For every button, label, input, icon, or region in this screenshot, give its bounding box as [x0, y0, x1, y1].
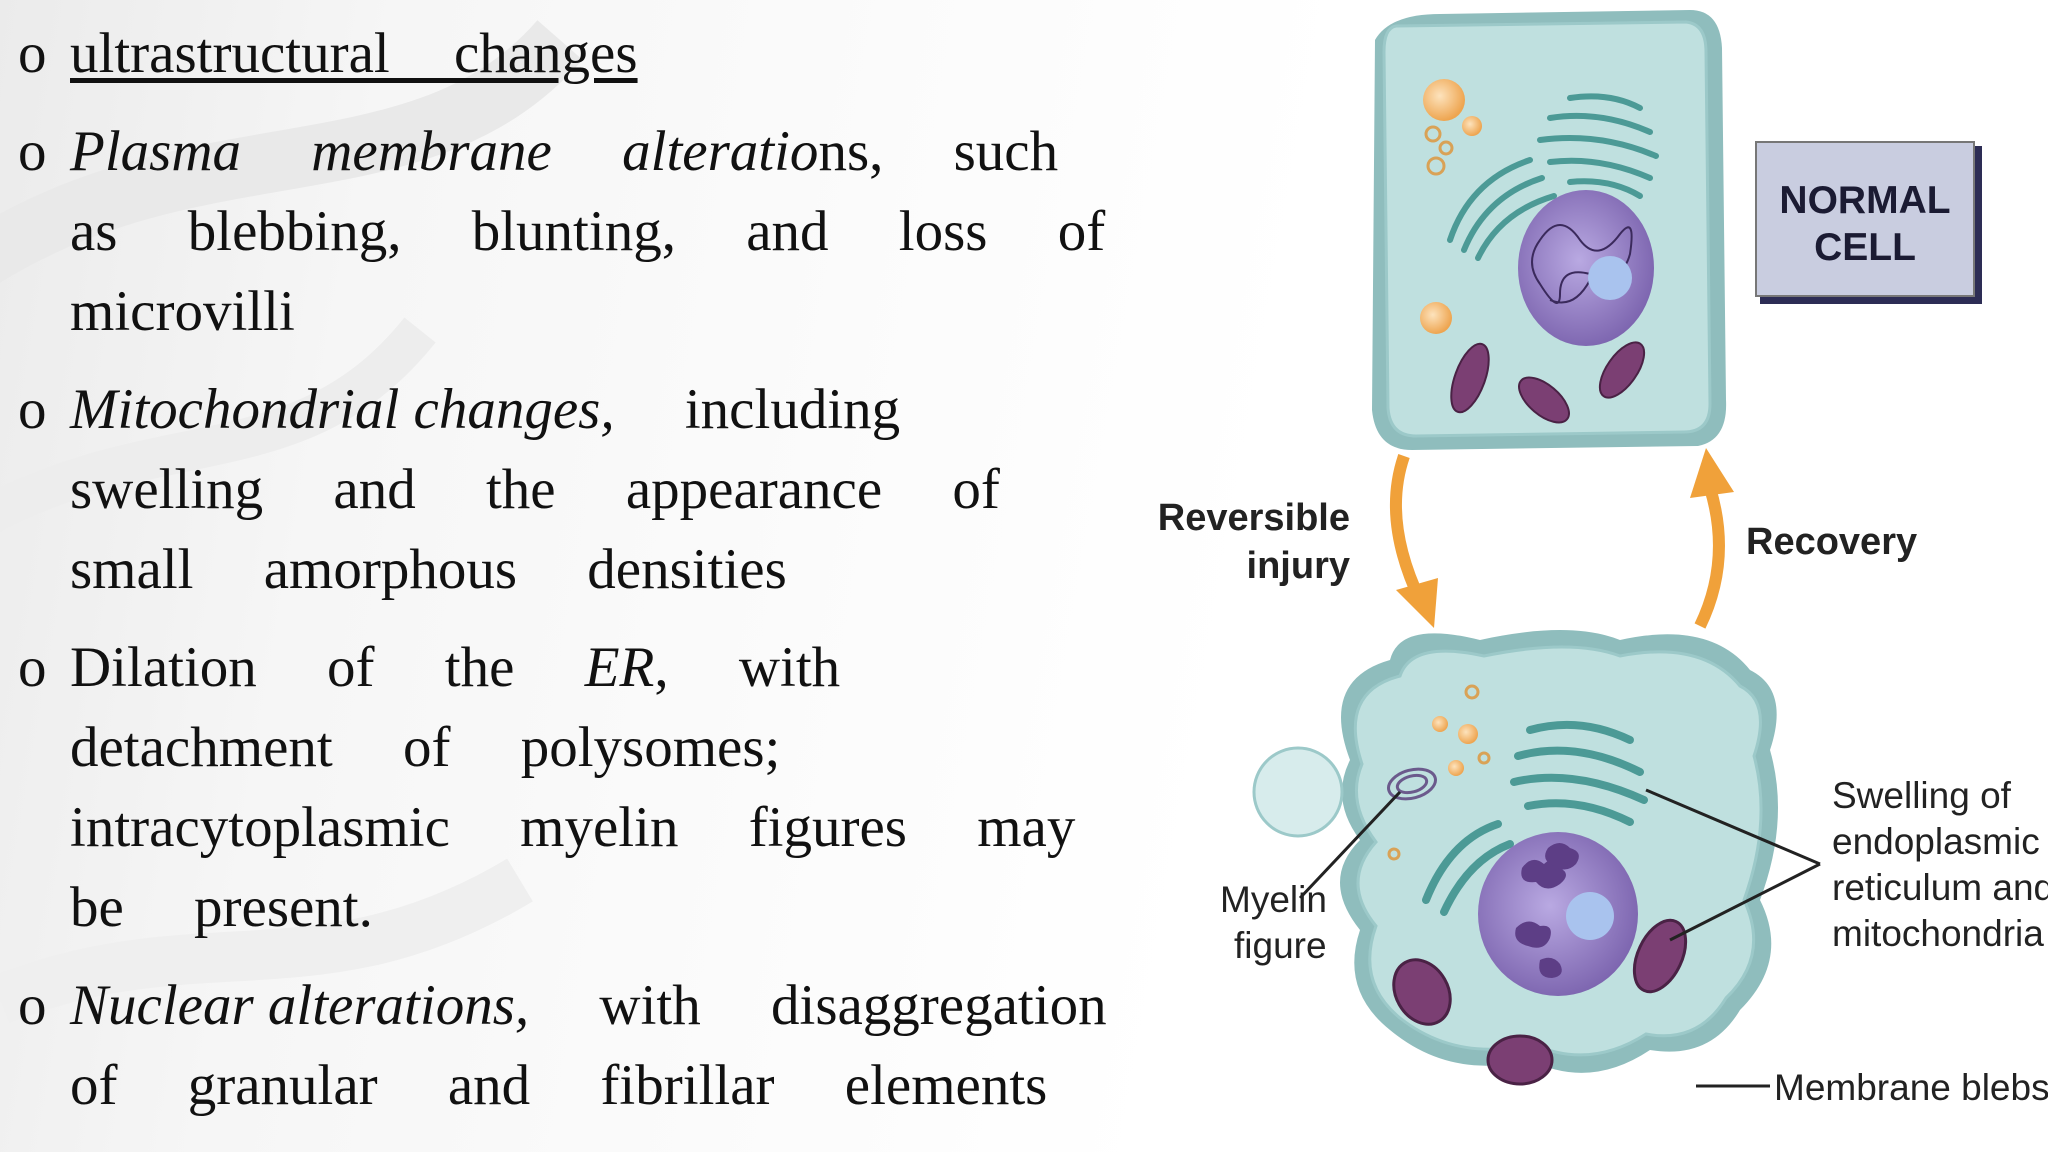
- membrane-bleb: [1252, 746, 1344, 838]
- reversible-injury-label-line1: Reversible: [1158, 497, 1350, 539]
- reversible-injury-label-line2: injury: [1247, 545, 1350, 587]
- bullet-text-italic: Mitochondrial changes,: [70, 378, 615, 441]
- injured-lipid-droplets: [1387, 684, 1491, 861]
- bullet-text: ultrastructural changes: [70, 22, 638, 85]
- recovery-label: Recovery: [1746, 521, 1917, 563]
- swollen-golgi: [1510, 720, 1648, 826]
- injured-cell: [1252, 630, 1778, 1086]
- swollen-er: [1422, 820, 1514, 916]
- myelin-figure-label-line2: figure: [1234, 925, 1327, 966]
- myelin-figure: [1387, 767, 1437, 801]
- bullet-text-italic: Nuclear alterations,: [70, 974, 530, 1037]
- normal-cell-label-line1: NORMAL: [1779, 179, 1950, 222]
- swelling-label-line1: Swelling of: [1832, 775, 2012, 816]
- injured-nucleus: [1478, 832, 1638, 996]
- callout-lines: [1298, 788, 1821, 1088]
- bullet-marker: o: [18, 378, 47, 441]
- golgi-apparatus: [1537, 93, 1659, 199]
- bullet-text-italic: Plasma membrane alteratio: [70, 120, 819, 183]
- reversible-injury-arrow: [1389, 454, 1438, 628]
- recovery-arrow: [1690, 448, 1734, 629]
- normal-cell: [1372, 10, 1727, 450]
- bullet-text: including swelling and the appearance of…: [70, 378, 1000, 601]
- bullet-text: , with detachment of polysomes; intracyt…: [70, 636, 1076, 939]
- cell-injury-diagram: NORMAL CELL Reversible injury Recovery: [1158, 10, 2048, 1108]
- endoplasmic-reticulum: [1447, 157, 1557, 261]
- bullet-plasma-membrane: o Plasma membrane alterations, such as bl…: [18, 112, 1148, 352]
- bullet-text-italic: ER: [584, 636, 655, 699]
- bullet-nuclear-alterations: o Nuclear alterations, with disaggregatio…: [18, 966, 1148, 1126]
- bullet-text: with disaggregation of granular and fibr…: [70, 974, 1107, 1117]
- background-swoosh: [0, 19, 583, 1024]
- normal-cell-label-line2: CELL: [1814, 226, 1916, 269]
- bullet-marker: o: [18, 120, 47, 183]
- bullet-dilation-er: o Dilation of the ER, with detachment of …: [18, 628, 1148, 948]
- bullet-marker: o: [18, 636, 47, 699]
- swelling-label-line2: endoplasmic: [1832, 821, 2040, 862]
- bullet-ultrastructural-changes: o ultrastructural changes: [18, 14, 1148, 94]
- bullet-marker: o: [18, 22, 47, 85]
- swelling-label-line3: reticulum and: [1832, 867, 2048, 908]
- mitochondria: [1450, 341, 1646, 424]
- bullet-marker: o: [18, 974, 47, 1037]
- bullet-mitochondrial-changes: o Mitochondrial changes, including swelli…: [18, 370, 1148, 610]
- normal-cell-label: NORMAL CELL: [1755, 141, 1982, 304]
- bullet-text: ns, such as blebbing, blunting, and loss…: [70, 120, 1106, 343]
- lipid-droplets: [1420, 79, 1482, 334]
- swollen-mitochondria: [1392, 918, 1688, 1086]
- bullet-text: Dilation of the: [70, 636, 585, 699]
- membrane-blebs-label: Membrane blebs: [1774, 1067, 2048, 1108]
- myelin-figure-label-line1: Myelin: [1220, 879, 1327, 920]
- nucleus: [1518, 190, 1654, 346]
- swelling-label-line4: mitochondria: [1832, 913, 2044, 954]
